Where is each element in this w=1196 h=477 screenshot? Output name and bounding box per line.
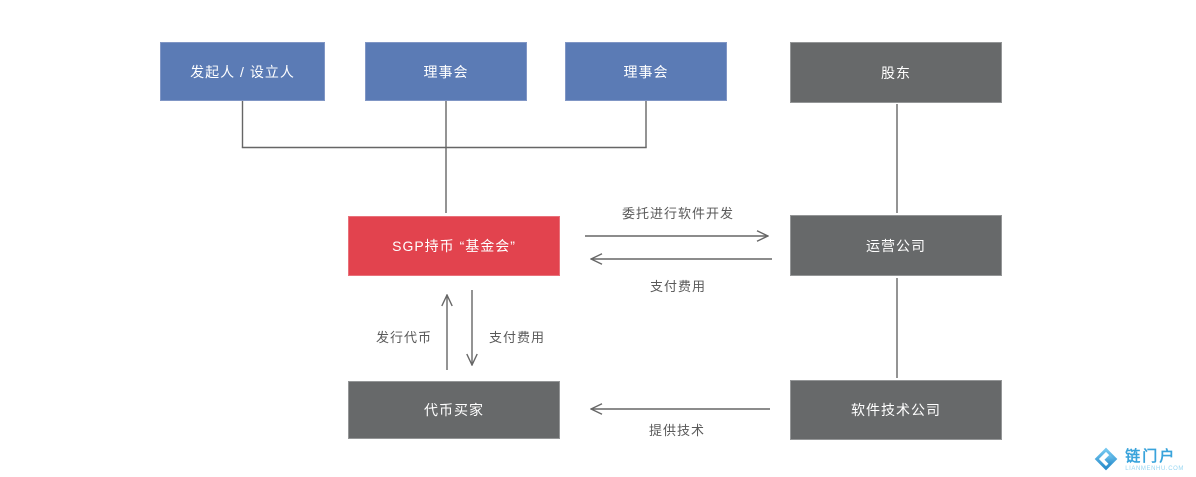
node-foundation: SGP持币 “基金会” <box>348 216 560 276</box>
watermark-domain: LIANMENHU.COM <box>1125 465 1184 472</box>
node-token-buyer: 代币买家 <box>348 381 560 439</box>
edge-label-pay-fee-to-foundation: 支付费用 <box>488 330 546 345</box>
edge-label-commission-dev: 委托进行软件开发 <box>621 206 735 221</box>
node-council-2-label: 理事会 <box>623 63 669 80</box>
edge-label-provide-tech: 提供技术 <box>648 423 706 438</box>
node-founder-label: 发起人 / 设立人 <box>190 63 295 80</box>
node-shareholder-label: 股东 <box>881 64 911 81</box>
node-token-buyer-label: 代币买家 <box>424 402 484 418</box>
node-foundation-label: SGP持币 “基金会” <box>392 238 516 254</box>
edge-label-issue-token: 发行代币 <box>375 330 433 345</box>
node-software-company-label: 软件技术公司 <box>851 402 941 418</box>
node-operating-company-label: 运营公司 <box>866 237 926 254</box>
watermark-logo: 链门户 LIANMENHU.COM <box>1094 447 1184 473</box>
node-software-company: 软件技术公司 <box>790 380 1002 440</box>
node-council-1: 理事会 <box>365 42 527 101</box>
node-shareholder: 股东 <box>790 42 1002 103</box>
node-operating-company: 运营公司 <box>790 215 1002 276</box>
watermark-brand: 链门户 <box>1125 447 1177 465</box>
lianmenhu-logo-icon <box>1094 447 1118 471</box>
edge-label-pay-fee-to-operator: 支付费用 <box>649 279 707 294</box>
node-council-1-label: 理事会 <box>423 63 469 80</box>
node-founder: 发起人 / 设立人 <box>160 42 325 101</box>
node-council-2: 理事会 <box>565 42 727 101</box>
watermark-text: 链门户 LIANMENHU.COM <box>1125 449 1184 472</box>
